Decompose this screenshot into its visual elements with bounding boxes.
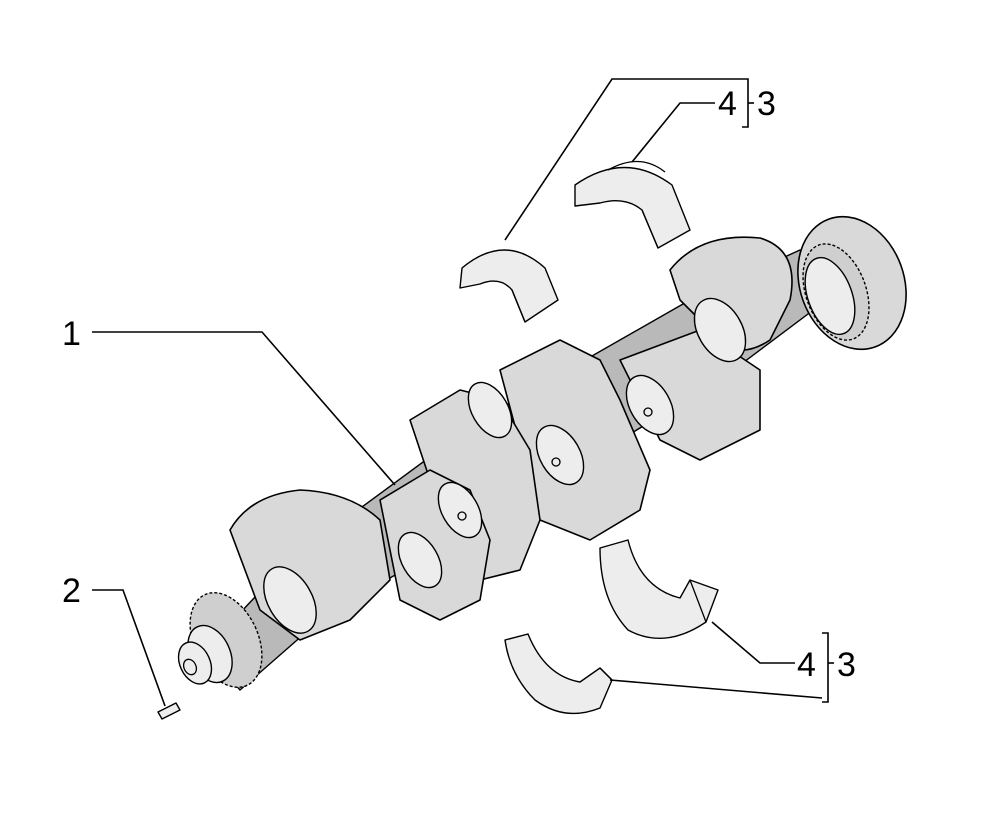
callout-4-bottom: 4 — [797, 646, 816, 684]
bearing-shell-top-right — [574, 160, 691, 249]
crankshaft — [177, 215, 907, 691]
bearing-shell-bottom-left — [504, 633, 613, 715]
callout-4-top: 4 — [718, 85, 737, 123]
leader-lines — [92, 78, 834, 707]
callout-3-top: 3 — [757, 85, 776, 123]
bearing-shell-top-left — [459, 249, 559, 323]
crank-web-mid-1 — [499, 339, 651, 541]
main-journal — [397, 531, 443, 589]
callout-3-bottom: 3 — [837, 646, 856, 684]
crankshaft-nose — [177, 641, 213, 685]
dowel-pin — [157, 702, 181, 720]
main-journal — [625, 374, 675, 436]
crank-pin-journal — [437, 481, 483, 539]
rear-flange — [797, 215, 907, 351]
main-journal — [263, 566, 317, 634]
main-journal — [693, 297, 747, 363]
crank-pin-journal — [535, 424, 585, 486]
callout-1: 1 — [62, 315, 81, 353]
bearing-shell-bottom-right — [599, 539, 719, 640]
main-journal — [467, 381, 513, 439]
callout-2: 2 — [62, 572, 81, 610]
